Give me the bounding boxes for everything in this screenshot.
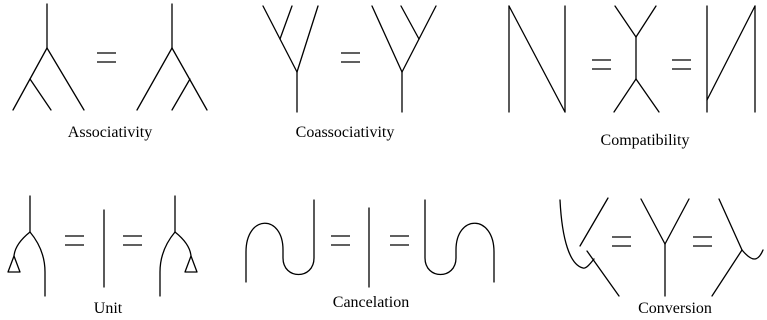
compatibility-panel: Compatibility xyxy=(508,5,756,149)
coassociativity-caption: Coassociativity xyxy=(296,124,395,141)
associativity-rhs-graph xyxy=(136,3,208,111)
conversion-caption: Conversion xyxy=(638,300,712,317)
cancelation-caption: Cancelation xyxy=(333,294,409,311)
associativity-panel: Associativity xyxy=(12,3,208,141)
equals-sign xyxy=(331,235,350,246)
conversion-panel: Conversion xyxy=(559,197,764,317)
coassociativity-panel: Coassociativity xyxy=(262,5,437,141)
coassociativity-rhs-graph xyxy=(371,5,437,113)
cancelation-panel: Cancelation xyxy=(245,199,495,311)
equals-sign xyxy=(123,235,142,246)
compatibility-caption: Compatibility xyxy=(601,132,690,149)
cancelation-rhs-graph xyxy=(424,199,495,283)
conversion-lhs-graph xyxy=(559,197,620,297)
associativity-lhs-graph xyxy=(12,3,85,111)
conversion-rhs-graph xyxy=(711,198,764,297)
compatibility-rhs-graph xyxy=(706,5,756,113)
compatibility-lhs-graph xyxy=(508,5,566,113)
coassociativity-lhs-graph xyxy=(262,5,319,113)
compatibility-middle-graph xyxy=(613,5,660,113)
conversion-middle-graph xyxy=(640,198,690,297)
equals-sign xyxy=(390,235,409,246)
equals-sign xyxy=(612,236,631,247)
unit-caption: Unit xyxy=(94,300,123,317)
equals-sign xyxy=(97,52,116,63)
associativity-caption: Associativity xyxy=(68,124,152,141)
equals-sign xyxy=(693,236,712,247)
equals-sign xyxy=(672,59,691,70)
equals-sign xyxy=(341,52,360,63)
equals-sign xyxy=(65,235,84,246)
unit-lhs-graph xyxy=(7,195,46,297)
cancelation-lhs-graph xyxy=(245,199,315,283)
unit-rhs-graph xyxy=(159,195,198,297)
unit-panel: Unit xyxy=(7,195,198,317)
equals-sign xyxy=(592,59,611,70)
